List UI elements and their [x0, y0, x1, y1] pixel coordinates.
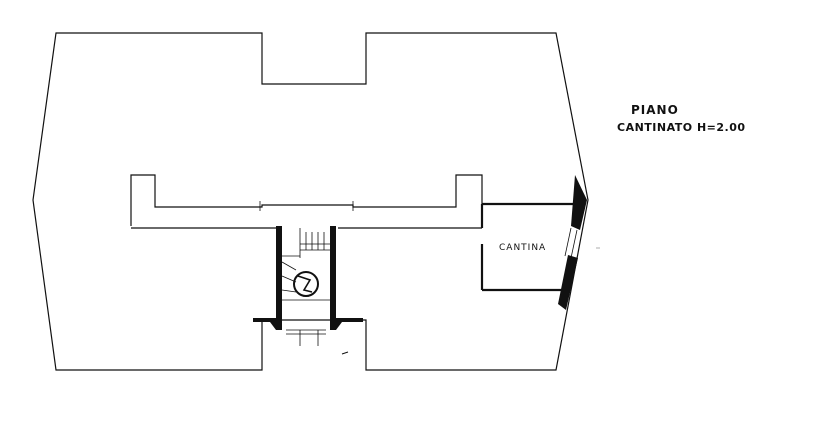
plan-title-line-1: PIANO — [631, 103, 679, 117]
spiral-stair-circle — [293, 271, 319, 297]
window-line-1 — [564, 227, 572, 257]
plan-title-line-2: CANTINATO H=2.00 — [617, 121, 746, 134]
stair-right-wall — [330, 226, 336, 321]
stair-right-base — [330, 318, 363, 330]
right-wall-lower — [558, 255, 578, 310]
right-wall-upper — [571, 175, 587, 230]
window-line-2 — [570, 229, 578, 259]
stair-left-wall — [276, 226, 282, 321]
room-label-cantina: CANTINA — [499, 243, 547, 253]
stair-core — [253, 226, 363, 355]
stair-left-base — [253, 318, 282, 330]
corridor-top-wall — [130, 174, 483, 226]
spiral-stair-arrow — [297, 275, 313, 293]
building-outline — [32, 32, 589, 371]
stair-small-dash — [341, 351, 349, 355]
